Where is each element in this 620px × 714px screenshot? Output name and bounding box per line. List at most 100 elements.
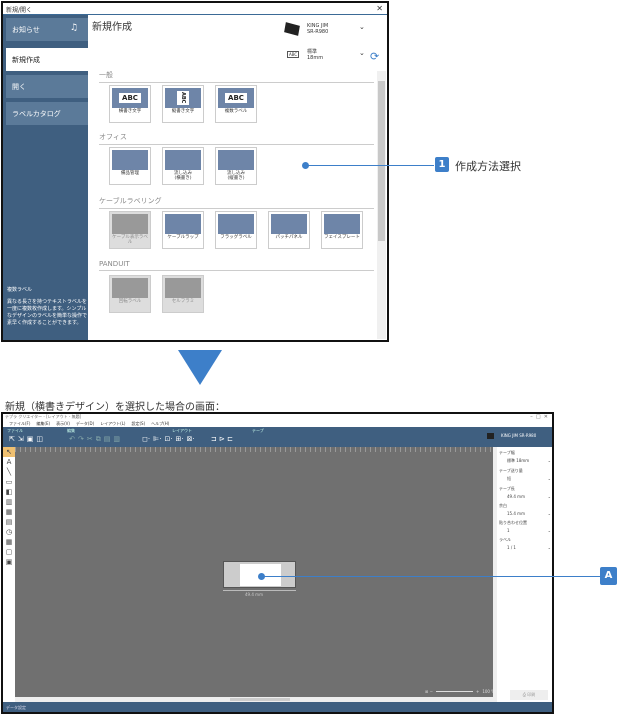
sidebar-item-new[interactable]: 新規作成 [6,48,88,71]
panel-field-label: テープ幅 [499,450,515,455]
panel-field-value[interactable]: 短⌄ [499,474,551,482]
tape-cut-icon[interactable]: ⊐ ⊳ ⊏ [210,435,233,443]
distribute-icon[interactable]: ⊠· [186,435,195,443]
table-icon[interactable]: ▤ [5,518,13,526]
printer-name[interactable]: KING JIM SR-R980 [501,433,537,438]
menu-item[interactable]: ヘルプ(H) [151,421,170,426]
open-icon[interactable]: ⇲ [17,435,24,443]
menu-item[interactable]: ファイル(F) [9,421,31,426]
template-thumbnail-icon: ABC [218,88,254,108]
redo-icon[interactable]: ↷ [77,435,84,443]
template-tile[interactable]: フラッグラベル [215,211,257,249]
printer-icon [487,433,494,439]
vertical-scrollbar[interactable] [493,447,497,697]
copy-icon[interactable]: ⧉ [95,435,101,443]
value-text: 1 [507,528,510,533]
horizontal-scrollbar[interactable] [15,697,497,702]
callout-dot [302,162,309,169]
sidebar-item-catalog[interactable]: ラベルカタログ [6,102,88,125]
template-label: ケーブル表示ラベル [112,235,148,245]
grid-icon[interactable]: ▦ [5,538,13,546]
template-tile[interactable]: ケーブルラップ [162,211,204,249]
menu-item[interactable]: レイアウト(L) [100,421,126,426]
panel-field-value[interactable]: 1⌄ [499,526,551,533]
frame-icon[interactable]: ▢ [5,548,13,556]
info-panel: 複数ラベル異なる長さを持つテキストラベルを一度に複数枚作成します。シンプルなデザ… [7,287,87,327]
template-tile[interactable]: ケーブル表示ラベル [109,211,151,249]
scrollbar[interactable] [377,71,386,339]
sidebar-item-open[interactable]: 開く [6,75,88,98]
scrollbar-thumb[interactable] [378,81,385,241]
template-tile[interactable]: 回転ラベル [109,275,151,313]
tape-width: 18mm [307,55,324,61]
book-icon[interactable]: ◫ [36,435,43,443]
qr-icon[interactable]: ▦ [5,508,13,516]
tool-palette: ↖A ╲ ▭ ◧ ▥ ▦ ▤ ◷ ▦ ▢ ▣ [3,447,15,702]
panel-field-value[interactable]: 標準 18mm⌄ [499,456,551,464]
zoom-level: 100 % [482,689,496,694]
template-tile[interactable]: 流し込み (縦書き) [215,147,257,185]
delete-icon[interactable]: ▥ [113,435,120,443]
undo-icon[interactable]: ↶ [69,435,75,443]
cut-icon[interactable]: ✂ [86,435,93,443]
canvas[interactable]: 49.4 mm ⊞ −+100 % [15,447,497,702]
toolbar-group-label: テープ [252,428,264,433]
paste-icon[interactable]: ▤ [103,435,111,443]
fit-icon[interactable]: ⊞ − [425,689,433,694]
panel-field-value[interactable]: 1 / 1⌄ [499,543,551,550]
template-thumbnail-icon [165,278,201,298]
barcode-icon[interactable]: ▥ [5,498,13,506]
panel-field-value[interactable]: 15.4 mm⌄ [499,509,551,516]
template-tile[interactable]: パッチパネル [268,211,310,249]
print-button[interactable]: ⎙ 印刷 [510,690,548,700]
zoom-control[interactable]: ⊞ −+100 % [425,689,496,694]
shape-icon[interactable]: ◧ [5,488,13,496]
arrange-icon[interactable]: ⊡· [164,435,173,443]
template-thumbnail-icon [324,214,360,234]
save-icon[interactable]: ▣ [26,435,34,443]
chevron-down-icon: ⌄ [359,49,365,57]
panel-field-label: 余白 [499,503,507,508]
line-icon[interactable]: ╲ [6,468,12,476]
rotate-icon[interactable]: ⊞· [175,435,184,443]
image-icon[interactable]: ▭ [5,478,13,486]
serial-icon[interactable]: ▣ [5,558,13,566]
new-icon[interactable]: ⇱ [9,435,15,443]
sidebar-item-notices[interactable]: お知らせ♫ [6,18,88,41]
text-icon[interactable]: A [6,458,12,466]
template-label: 流し込み (横書き) [174,171,192,181]
window-controls[interactable]: – □ ✕ [530,414,548,420]
align-icon[interactable]: ⊫· [153,435,162,443]
menu-item[interactable]: 表示(V) [56,421,70,426]
menu-item[interactable]: 編集(E) [36,421,51,426]
select-icon[interactable]: ◻· [142,435,151,443]
clock-icon[interactable]: ◷ [5,528,13,536]
zoom-slider[interactable] [435,691,473,692]
menu-item[interactable]: データ(D) [75,421,95,426]
template-tile[interactable]: 備品管理 [109,147,151,185]
sidebar-item-label: お知らせ [12,26,40,34]
refresh-icon[interactable]: ⟳ [370,50,380,63]
panel-field[interactable]: テープ送り量短⌄ [499,468,551,482]
close-icon[interactable]: ✕ [376,4,383,13]
template-tile[interactable]: 流し込み (横書き) [162,147,204,185]
panel-field[interactable]: テープ幅標準 18mm⌄ [499,450,551,464]
panel-field-value[interactable]: 49.4 mm⌄ [499,492,551,499]
section-header: PANDUIT [99,260,374,271]
template-tile[interactable]: セルフラミ [162,275,204,313]
label-preview[interactable] [223,561,296,588]
pointer-icon[interactable]: ↖ [3,447,15,457]
menu-item[interactable]: 設定(S) [131,421,146,426]
template-thumbnail-icon: ABC [165,88,201,108]
template-tile[interactable]: フェイスプレート [321,211,363,249]
